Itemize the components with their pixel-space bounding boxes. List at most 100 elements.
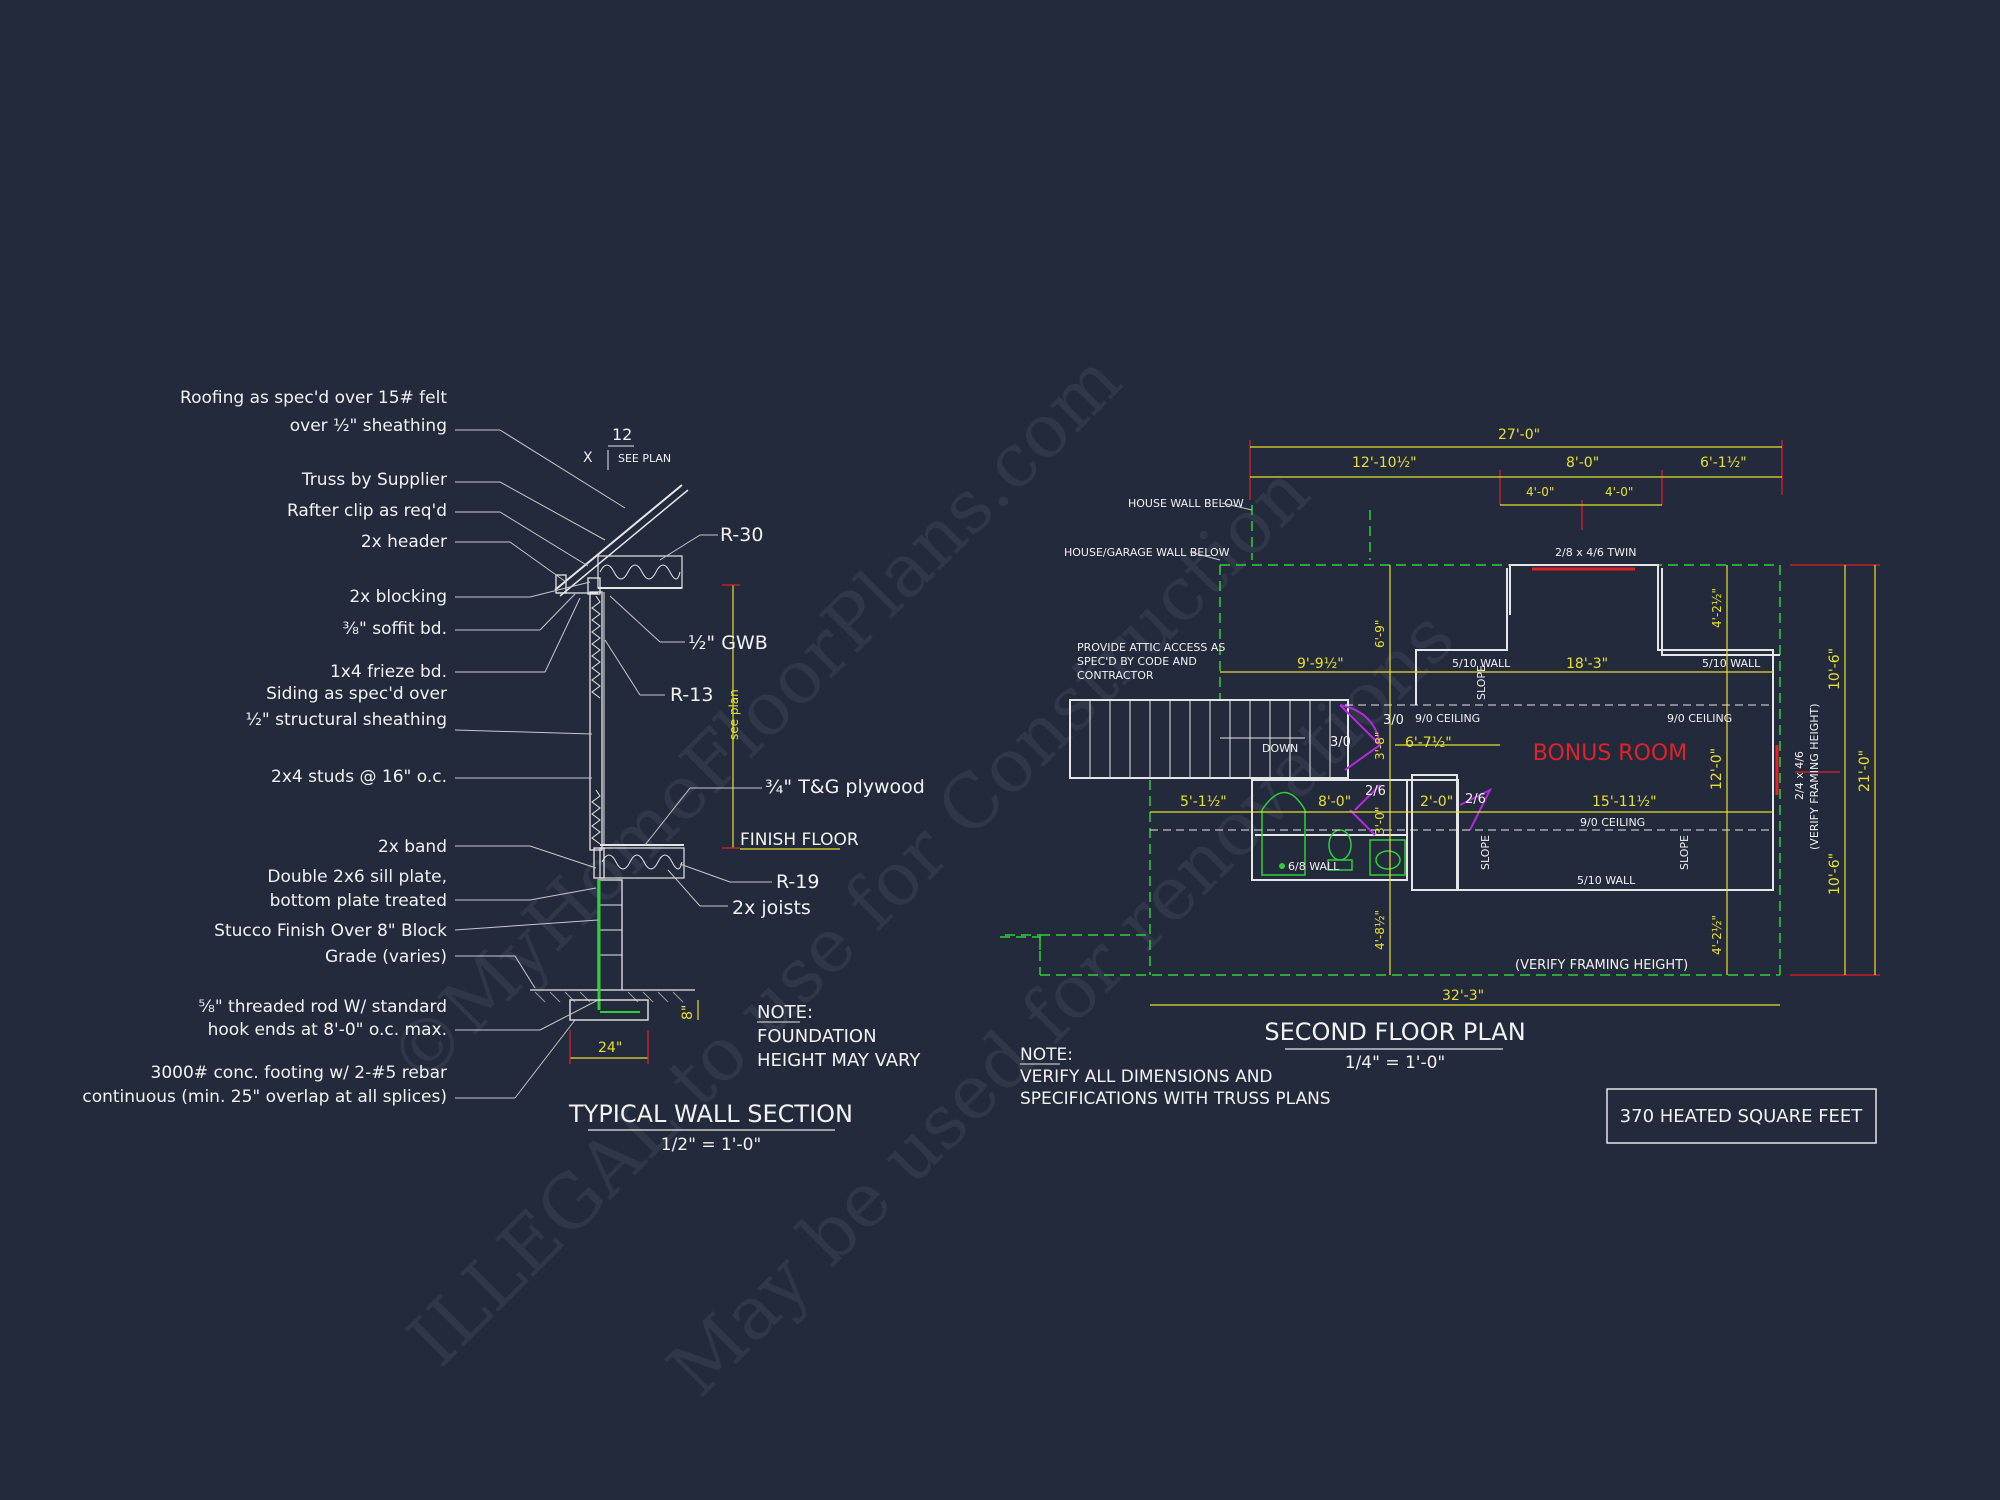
dim-v-4-bottom-right: 4'-2½"	[1710, 915, 1724, 955]
house-wall-leader	[1221, 502, 1253, 511]
dim-right-10-top: 10'-6"	[1827, 648, 1843, 690]
footing-depth-text: 8"	[680, 1005, 696, 1020]
callout-joists: 2x joists	[732, 897, 811, 919]
label-verify-framing: (VERIFY FRAMING HEIGHT)	[1515, 958, 1688, 973]
callout-r13: R-13	[670, 684, 713, 706]
label-ceiling-mid: 9/0 CEILING	[1580, 816, 1645, 829]
callout-r19: R-19	[776, 871, 819, 893]
floor-plan-scale: 1/4" = 1'-0"	[1345, 1053, 1446, 1073]
attic-note-line-3: CONTRACTOR	[1077, 669, 1154, 682]
dim-v-30: 3'-0"	[1373, 807, 1387, 835]
door-2-6-a	[1349, 784, 1381, 836]
dim-h-6: 6'-7½"	[1405, 735, 1452, 751]
room-bonus: BONUS ROOM	[1533, 741, 1687, 766]
dim-v-4-bottom-left: 4'-8½"	[1373, 910, 1387, 950]
callout-threaded-rod: ⅝" threaded rod W/ standard	[198, 997, 447, 1017]
see-plan-text: see plan	[727, 689, 741, 740]
callout-rebar: continuous (min. 25" overlap at all spli…	[82, 1087, 447, 1107]
callout-finish-floor: FINISH FLOOR	[740, 830, 859, 850]
label-door-30a: 3/0	[1383, 713, 1404, 728]
foundation-note-heading: NOTE:	[757, 1002, 813, 1023]
label-wall-68: 6/8 WALL	[1288, 860, 1340, 873]
band-joist	[593, 847, 605, 879]
floor-squiggle	[601, 854, 683, 870]
dim-window-b: 4'-0"	[1605, 485, 1633, 499]
attic-note-line-1: PROVIDE ATTIC ACCESS AS	[1077, 641, 1225, 654]
footing	[569, 999, 649, 1021]
grade-hatch	[534, 991, 684, 1003]
left-callouts: Roofing as spec'd over 15# felt over ½" …	[82, 388, 447, 1107]
dim-mid-18: 18'-3"	[1566, 656, 1608, 672]
door-3-0-a	[1339, 704, 1381, 746]
header-block	[587, 577, 601, 595]
dim-stair-6: 6'-9"	[1373, 620, 1387, 648]
dim-top-mid: 8'-0"	[1566, 455, 1599, 471]
stair-down: DOWN	[1262, 742, 1298, 755]
right-leaders	[604, 534, 772, 907]
callout-plywood: ¾" T&G plywood	[765, 776, 925, 798]
label-wall-510-bottom: 5/10 WALL	[1577, 874, 1636, 887]
callout-studs: 2x4 studs @ 16" o.c.	[271, 767, 447, 787]
callout-footing: 3000# conc. footing w/ 2-#5 rebar	[151, 1063, 447, 1083]
house-garage-leader	[1189, 551, 1221, 561]
attic-insulation	[597, 555, 683, 589]
wall-section: 12 X SEE PLAN 24"	[82, 388, 924, 1155]
entry-stub	[1000, 936, 1041, 950]
dim-bottom-32: 32'-3"	[1442, 988, 1484, 1004]
callout-hook-ends: hook ends at 8'-0" o.c. max.	[208, 1020, 447, 1040]
dim-right-10-bottom: 10'-6"	[1827, 853, 1843, 895]
foundation-note-line-1: FOUNDATION	[757, 1026, 877, 1047]
callout-roofing: Roofing as spec'd over 15# felt	[180, 388, 447, 408]
callout-gwb: ½" GWB	[688, 632, 768, 654]
roof-sheathing-line	[559, 489, 689, 597]
wall-insulation-bottom	[591, 789, 601, 845]
dim-h-8: 8'-0"	[1318, 794, 1351, 810]
callout-r30: R-30	[720, 524, 763, 546]
label-door-26b: 2/6	[1465, 792, 1486, 807]
label-house-wall-below: HOUSE WALL BELOW	[1128, 497, 1244, 510]
truss-note-heading: NOTE:	[1020, 1045, 1073, 1065]
ceiling-lines	[1150, 704, 1773, 831]
callout-band: 2x band	[378, 837, 447, 857]
dim-left-9: 9'-9½"	[1297, 656, 1344, 672]
label-slope-a: SLOPE	[1475, 665, 1488, 700]
callout-header: 2x header	[361, 532, 447, 552]
pitch-x: X	[583, 450, 593, 466]
stud-wall	[589, 591, 603, 851]
vanity	[1369, 839, 1406, 876]
label-door-30b: 3/0	[1330, 735, 1351, 750]
stair-block	[1069, 699, 1349, 779]
label-twin-window: 2/8 x 4/6 TWIN	[1555, 546, 1636, 559]
wall-insulation-top	[591, 595, 601, 699]
door-3-0-b	[1344, 744, 1381, 771]
fixture-marker	[1279, 863, 1285, 869]
tub	[1261, 791, 1306, 876]
dimension-lines	[1150, 446, 1876, 1006]
pitch-see-plan: SEE PLAN	[618, 452, 671, 465]
label-wall-510-left: 5/10 WALL	[1452, 657, 1511, 670]
dim-v-38: 3'-8"	[1373, 732, 1387, 760]
label-ceiling-right: 9/0 CEILING	[1667, 712, 1732, 725]
callout-bottom-plate: bottom plate treated	[270, 891, 447, 911]
callout-stucco: Stucco Finish Over 8" Block	[214, 921, 447, 941]
callout-soffit: ⅜" soffit bd.	[343, 619, 447, 639]
callout-siding: Siding as spec'd over	[266, 684, 447, 704]
insulation-squiggle-top	[599, 564, 681, 580]
dim-h-15: 15'-11½"	[1592, 794, 1657, 810]
dim-top-right: 6'-1½"	[1700, 455, 1747, 471]
label-slope-c: SLOPE	[1678, 835, 1691, 870]
callout-sheathing: over ½" sheathing	[290, 416, 447, 436]
attic-note-line-2: SPEC'D BY CODE AND	[1077, 655, 1197, 668]
left-leaders	[454, 429, 626, 1099]
pitch-rise: 12	[612, 425, 632, 444]
callout-truss: Truss by Supplier	[301, 470, 447, 490]
floor-insulation	[599, 847, 685, 879]
callout-grade: Grade (varies)	[325, 947, 447, 967]
door-2-6-b	[1459, 787, 1493, 831]
label-door-26a: 2/6	[1365, 784, 1386, 799]
label-side-window: 2/4 x 4/6	[1793, 751, 1806, 800]
dim-v-4-top: 4'-2½"	[1710, 588, 1724, 628]
floor-plan-title: SECOND FLOOR PLAN	[1264, 1018, 1525, 1046]
